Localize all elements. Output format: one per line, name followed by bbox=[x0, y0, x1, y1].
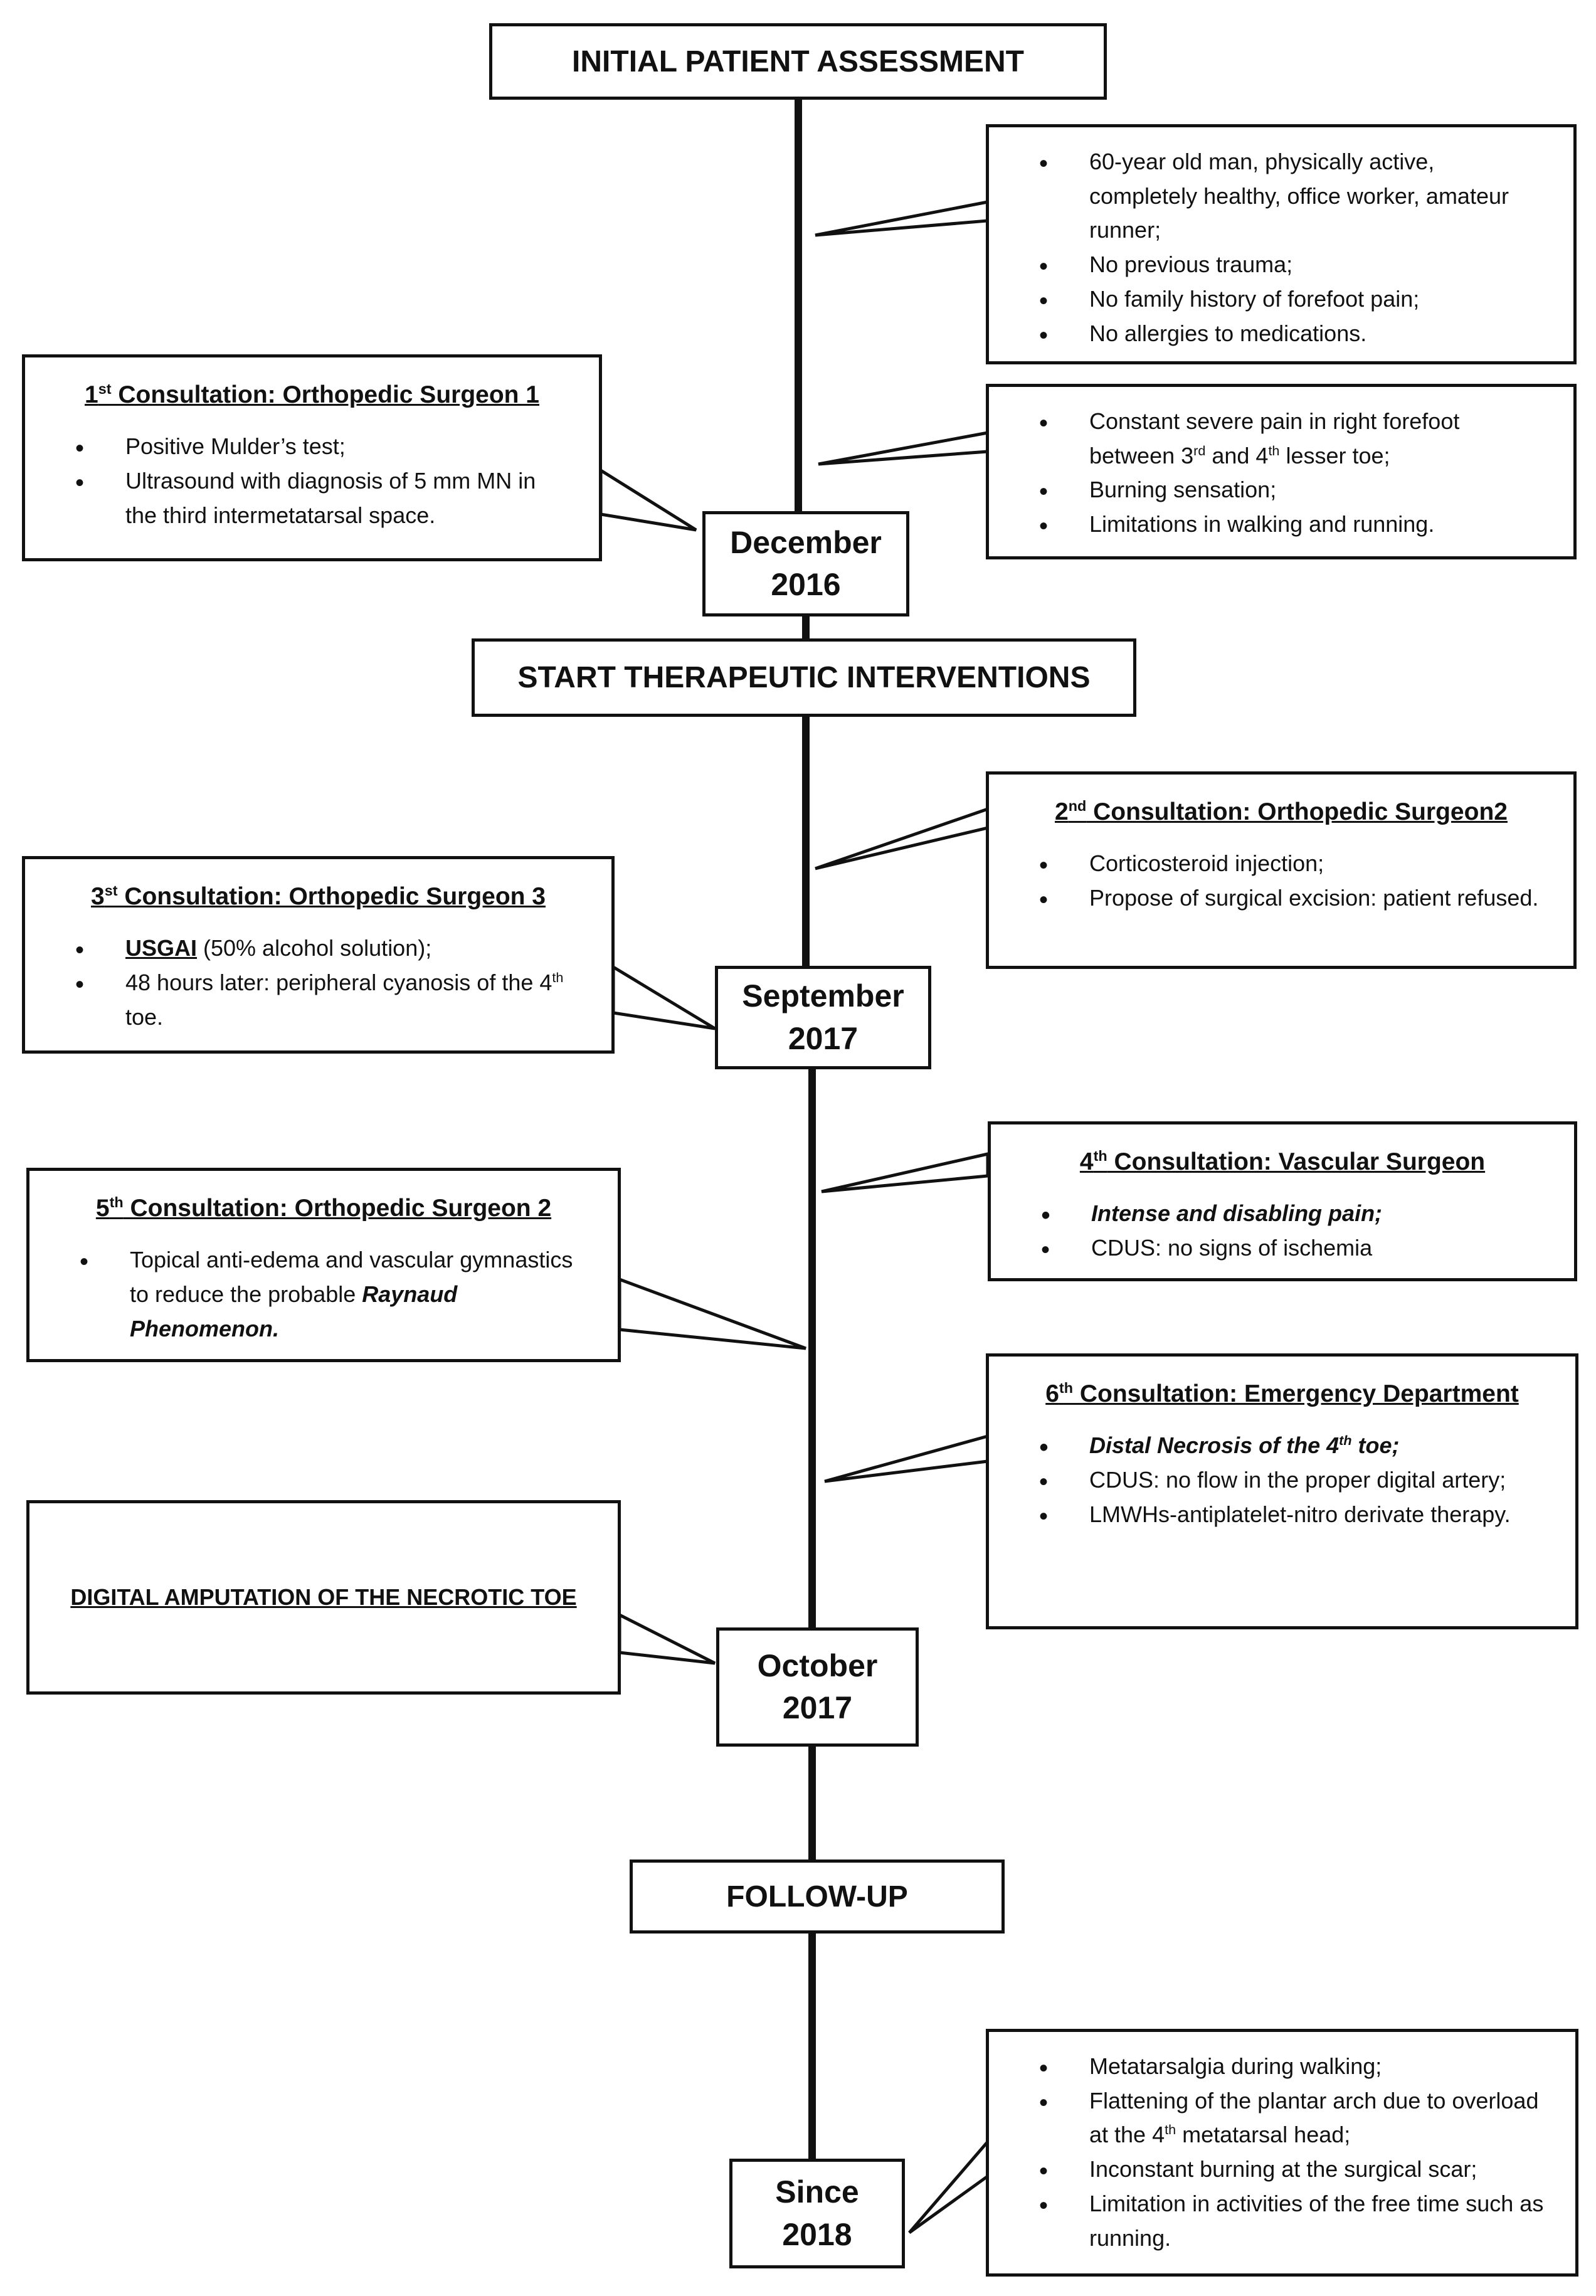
date-october-2017: October 2017 bbox=[716, 1627, 919, 1747]
consultation-2-title: 2nd Consultation: Orthopedic Surgeon2 bbox=[1055, 798, 1508, 825]
consultation-item: Distal Necrosis of the 4th toe; bbox=[1020, 1429, 1544, 1466]
callout-consultation-1: 1st Consultation: Orthopedic Surgeon 1 P… bbox=[22, 354, 602, 561]
date-month: September bbox=[742, 978, 904, 1013]
date-year: 2018 bbox=[782, 2216, 852, 2252]
consultation-item: Corticosteroid injection; bbox=[1020, 847, 1542, 884]
consultation-item: Ultrasound with diagnosis of 5 mm MN in … bbox=[56, 464, 568, 532]
symptom-item: Limitations in walking and running. bbox=[1020, 507, 1542, 545]
followup-item: Flattening of the plantar arch due to ov… bbox=[1020, 2084, 1544, 2152]
profile-item: 60-year old man, physically active, comp… bbox=[1020, 145, 1542, 248]
stage-therapeutic-label: START THERAPEUTIC INTERVENTIONS bbox=[517, 661, 1091, 694]
stage-follow-up: FOLLOW-UP bbox=[630, 1860, 1005, 1934]
consultation-item: Topical anti-edema and vascular gymnasti… bbox=[61, 1243, 586, 1346]
followup-item: Inconstant burning at the surgical scar; bbox=[1020, 2152, 1544, 2190]
pointer-followup-findings bbox=[908, 2137, 990, 2235]
timeline-line bbox=[795, 97, 816, 2258]
consultation-item: Propose of surgical excision: patient re… bbox=[1020, 881, 1542, 919]
pointer-symptoms bbox=[818, 430, 990, 466]
stage-followup-label: FOLLOW-UP bbox=[726, 1880, 908, 1913]
consultation-item: LMWHs-antiplatelet-nitro derivate therap… bbox=[1020, 1498, 1544, 1535]
profile-item: No previous trauma; bbox=[1020, 248, 1542, 285]
consultation-item: CDUS: no signs of ischemia bbox=[1022, 1231, 1543, 1269]
consultation-4-title: 4th Consultation: Vascular Surgeon bbox=[1079, 1148, 1486, 1175]
consultation-3-title: 3st Consultation: Orthopedic Surgeon 3 bbox=[90, 882, 546, 910]
symptom-item: Constant severe pain in right forefoot b… bbox=[1020, 405, 1542, 473]
consultation-item: Positive Mulder’s test; bbox=[56, 430, 568, 467]
date-since-2018: Since 2018 bbox=[729, 2159, 905, 2268]
date-year: 2017 bbox=[782, 1690, 853, 1725]
followup-item: Metatarsalgia during walking; bbox=[1020, 2050, 1544, 2087]
pointer-consult5 bbox=[618, 1277, 806, 1350]
date-month: Since bbox=[775, 2174, 859, 2209]
callout-amputation: DIGITAL AMPUTATION OF THE NECROTIC TOE bbox=[26, 1500, 621, 1695]
symptom-item: Burning sensation; bbox=[1020, 473, 1542, 511]
amputation-label: DIGITAL AMPUTATION OF THE NECROTIC TOE bbox=[70, 1584, 577, 1610]
stage-initial-assessment: INITIAL PATIENT ASSESSMENT bbox=[489, 23, 1107, 100]
pointer-patient-profile bbox=[815, 199, 990, 237]
date-december-2016: December 2016 bbox=[702, 511, 909, 616]
date-month: December bbox=[730, 524, 882, 560]
callout-consultation-2: 2nd Consultation: Orthopedic Surgeon2 Co… bbox=[986, 771, 1577, 969]
profile-item: No family history of forefoot pain; bbox=[1020, 282, 1542, 320]
consultation-item: CDUS: no flow in the proper digital arte… bbox=[1020, 1463, 1544, 1501]
pointer-consult1 bbox=[599, 467, 697, 532]
date-year: 2016 bbox=[771, 567, 841, 602]
date-year: 2017 bbox=[788, 1020, 859, 1056]
consultation-1-title: 1st Consultation: Orthopedic Surgeon 1 bbox=[84, 381, 539, 408]
pointer-consult3 bbox=[611, 964, 716, 1030]
consultation-item: Intense and disabling pain; bbox=[1022, 1197, 1543, 1234]
stage-initial-label: INITIAL PATIENT ASSESSMENT bbox=[572, 45, 1024, 78]
callout-consultation-3: 3st Consultation: Orthopedic Surgeon 3 U… bbox=[22, 856, 615, 1054]
consultation-item: 48 hours later: peripheral cyanosis of t… bbox=[56, 966, 580, 1034]
consultation-5-title: 5th Consultation: Orthopedic Surgeon 2 bbox=[95, 1194, 552, 1222]
callout-consultation-4: 4th Consultation: Vascular Surgeon Inten… bbox=[988, 1121, 1577, 1281]
callout-symptoms: Constant severe pain in right forefoot b… bbox=[986, 384, 1577, 559]
pointer-amputation bbox=[618, 1612, 716, 1665]
followup-item: Limitation in activities of the free tim… bbox=[1020, 2187, 1544, 2255]
callout-patient-profile: 60-year old man, physically active, comp… bbox=[986, 124, 1577, 364]
callout-consultation-5: 5th Consultation: Orthopedic Surgeon 2 T… bbox=[26, 1168, 621, 1362]
date-september-2017: September 2017 bbox=[715, 966, 931, 1069]
pointer-consult2 bbox=[815, 807, 990, 870]
callout-consultation-6: 6th Consultation: Emergency Department D… bbox=[986, 1353, 1578, 1629]
callout-follow-up-findings: Metatarsalgia during walking; Flattening… bbox=[986, 2029, 1578, 2277]
consultation-item: USGAI (50% alcohol solution); bbox=[56, 931, 580, 969]
date-month: October bbox=[757, 1648, 878, 1683]
pointer-consult6 bbox=[824, 1434, 990, 1483]
consultation-6-title: 6th Consultation: Emergency Department bbox=[1045, 1380, 1519, 1407]
stage-therapeutic-interventions: START THERAPEUTIC INTERVENTIONS bbox=[472, 638, 1136, 717]
profile-item: No allergies to medications. bbox=[1020, 317, 1542, 354]
pointer-consult4 bbox=[821, 1151, 990, 1193]
